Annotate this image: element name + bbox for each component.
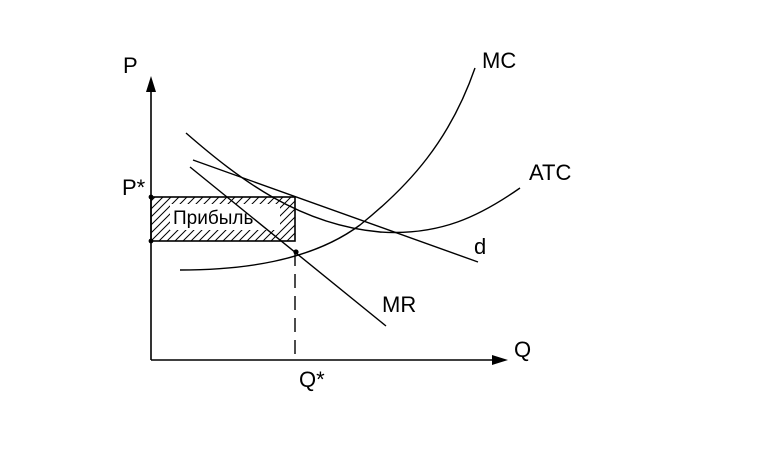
- atc-point-dot: [148, 238, 154, 244]
- y-axis-arrow-icon: [146, 76, 156, 92]
- mr-label: MR: [382, 292, 416, 317]
- mc-curve: [179, 67, 476, 271]
- price-point-dot: [148, 194, 154, 200]
- mc-label: MC: [482, 48, 516, 73]
- y-axis-label: P: [123, 53, 138, 78]
- atc-curve: [185, 132, 521, 234]
- mr-curve: [189, 166, 387, 327]
- quantity-star-label: Q*: [299, 367, 325, 392]
- atc-label: ATC: [529, 160, 571, 185]
- x-axis-label: Q: [514, 337, 531, 362]
- profit-label: Прибыль: [173, 208, 253, 229]
- price-star-label: P*: [122, 175, 146, 200]
- mr-mc-intersection-dot: [293, 249, 299, 255]
- demand-curve: [192, 159, 479, 263]
- x-axis-arrow-icon: [492, 355, 508, 365]
- demand-label: d: [474, 234, 486, 259]
